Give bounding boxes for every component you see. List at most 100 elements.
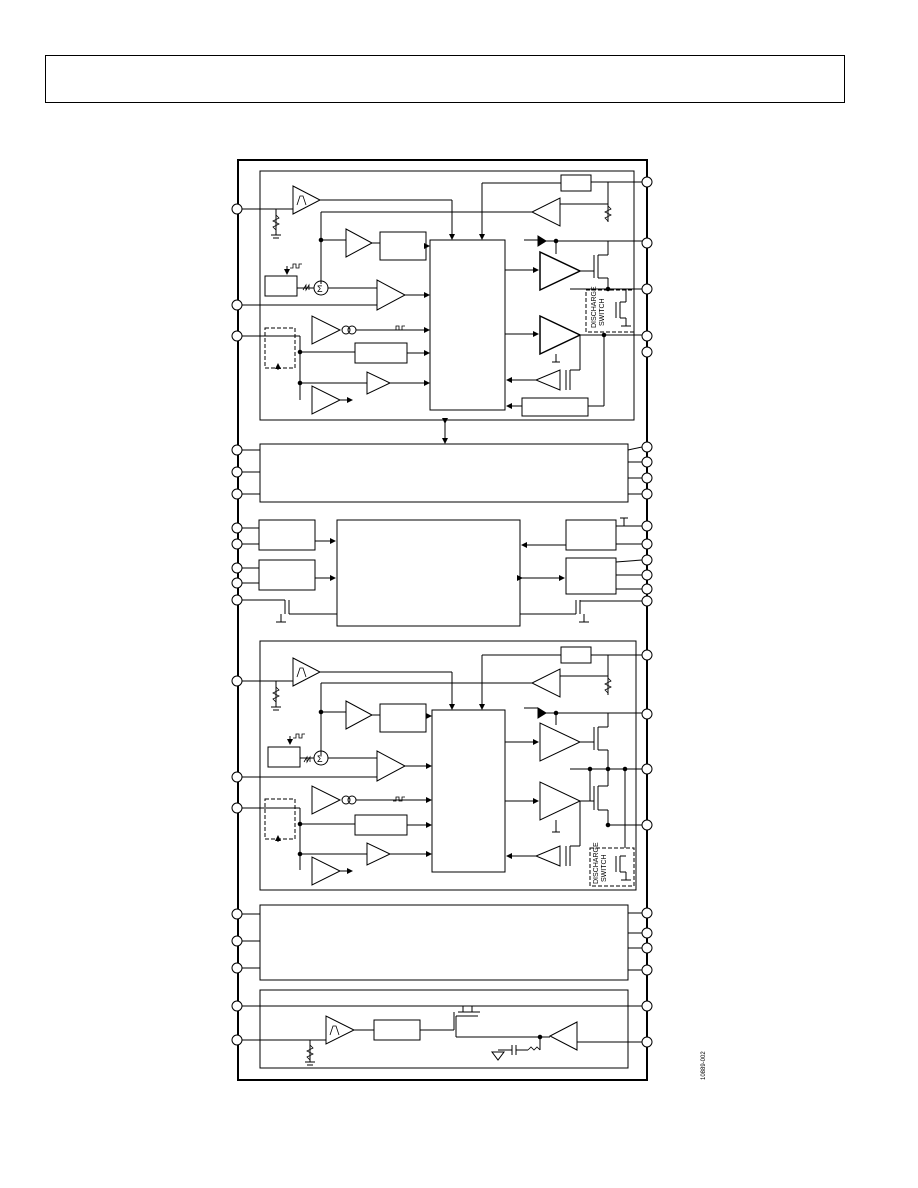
circuit-element bbox=[605, 822, 611, 828]
soft-start-block bbox=[264, 327, 296, 369]
circuit-element bbox=[537, 707, 547, 719]
pin bbox=[641, 708, 653, 720]
block bbox=[521, 397, 589, 417]
pin bbox=[641, 283, 653, 295]
low-side-driver bbox=[539, 781, 582, 821]
amplifier bbox=[311, 315, 342, 345]
circuit-element bbox=[296, 195, 307, 206]
pin bbox=[641, 927, 653, 939]
circuit-element bbox=[604, 205, 612, 222]
block bbox=[379, 703, 427, 733]
circuit-element bbox=[341, 325, 351, 335]
pin bbox=[231, 330, 243, 342]
pin bbox=[641, 942, 653, 954]
error-amplifier bbox=[530, 668, 561, 698]
input-block bbox=[258, 519, 316, 551]
circuit-element bbox=[393, 796, 405, 802]
circuit-element: Σ bbox=[317, 754, 323, 764]
small-block bbox=[560, 646, 592, 664]
discharge-label: DISCHARGE bbox=[591, 286, 598, 328]
error-amplifier bbox=[548, 1021, 578, 1051]
control-logic-block bbox=[429, 239, 506, 411]
pin bbox=[641, 237, 653, 249]
low-side-driver bbox=[539, 314, 582, 356]
comparator bbox=[292, 657, 322, 687]
pin bbox=[641, 907, 653, 919]
circuit-element bbox=[259, 904, 629, 981]
amplifier bbox=[345, 228, 374, 258]
discharge-label: SWITCH bbox=[599, 298, 606, 326]
block bbox=[379, 231, 427, 261]
circuit-element bbox=[589, 847, 635, 887]
buck-channel-1: Σ bbox=[231, 170, 653, 421]
circuit-element bbox=[329, 1025, 340, 1036]
circuit-element bbox=[585, 289, 635, 333]
pin bbox=[641, 554, 653, 566]
comparator bbox=[311, 385, 342, 415]
pin bbox=[641, 1000, 653, 1012]
output-block bbox=[565, 519, 617, 551]
pin bbox=[641, 649, 653, 661]
discharge-switch: DISCHARGE SWITCH bbox=[589, 842, 635, 887]
circuit-element bbox=[615, 559, 643, 563]
comparator bbox=[534, 369, 561, 391]
circuit-element bbox=[306, 1044, 314, 1061]
pin bbox=[231, 771, 243, 783]
pin bbox=[231, 962, 243, 974]
input-block bbox=[258, 559, 316, 591]
circuit-element bbox=[527, 1046, 541, 1051]
circuit-element bbox=[347, 325, 357, 335]
pin bbox=[641, 538, 653, 550]
circuit-element bbox=[259, 989, 629, 1069]
amplifier bbox=[345, 700, 374, 730]
circuit-element bbox=[491, 1051, 505, 1061]
pin bbox=[231, 908, 243, 920]
high-side-driver bbox=[539, 722, 582, 762]
discharge-label: DISCHARGE bbox=[593, 842, 600, 884]
pin bbox=[231, 522, 243, 534]
io-block bbox=[565, 557, 617, 595]
circuit-element bbox=[537, 235, 547, 247]
pwm-comparator bbox=[376, 750, 407, 782]
discharge-switch: DISCHARGE SWITCH bbox=[585, 286, 635, 333]
pin bbox=[231, 594, 243, 606]
comparator bbox=[366, 842, 392, 866]
pin bbox=[641, 472, 653, 484]
pin bbox=[231, 562, 243, 574]
circuit-element bbox=[272, 214, 280, 231]
circuit-element bbox=[393, 325, 405, 331]
comparator bbox=[311, 856, 342, 886]
comparator bbox=[325, 1015, 356, 1045]
block bbox=[354, 342, 408, 364]
amplifier bbox=[311, 785, 342, 815]
circuit-element bbox=[259, 443, 629, 503]
interface-block-2 bbox=[231, 904, 653, 981]
soft-start-block bbox=[264, 798, 296, 840]
interface-block-1 bbox=[231, 441, 653, 503]
pin bbox=[641, 520, 653, 532]
pin bbox=[231, 802, 243, 814]
high-side-driver bbox=[539, 250, 582, 292]
pin bbox=[641, 441, 653, 453]
pin bbox=[231, 203, 243, 215]
pin bbox=[641, 176, 653, 188]
circuit-element bbox=[341, 795, 351, 805]
circuit-element bbox=[303, 755, 311, 764]
circuit-element bbox=[296, 667, 307, 678]
ramp-generator bbox=[267, 746, 301, 768]
pin bbox=[641, 595, 653, 607]
pin bbox=[641, 964, 653, 976]
figure-id: 10889-002 bbox=[701, 1051, 707, 1080]
pin bbox=[231, 935, 243, 947]
pin bbox=[231, 299, 243, 311]
comparator bbox=[366, 371, 392, 395]
pin bbox=[641, 330, 653, 342]
pin bbox=[641, 456, 653, 468]
central-logic-section bbox=[231, 517, 653, 627]
comparator bbox=[292, 185, 322, 215]
pin bbox=[231, 577, 243, 589]
discharge-label: SWITCH bbox=[601, 854, 608, 882]
pin bbox=[231, 1034, 243, 1046]
pin bbox=[231, 488, 243, 500]
